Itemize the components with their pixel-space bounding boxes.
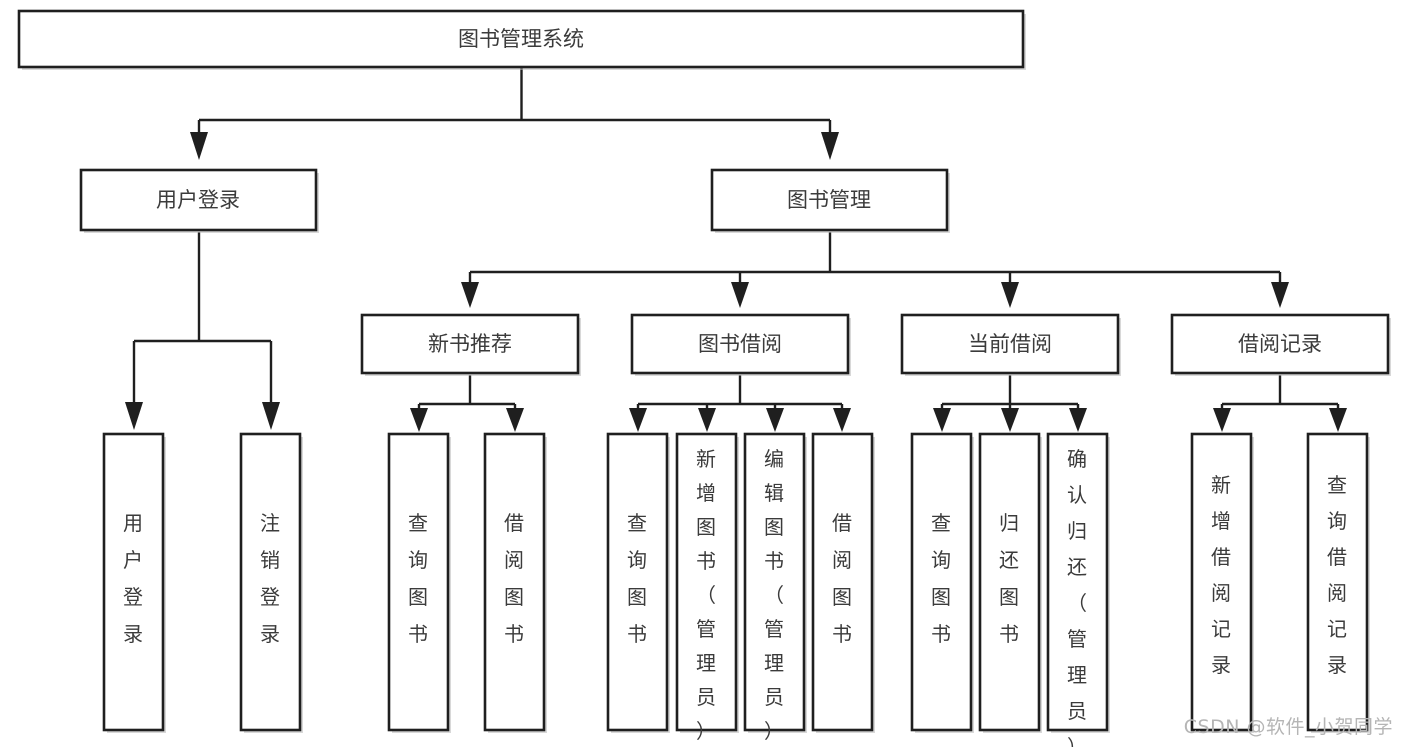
arrow-head-current-borrow: [1001, 282, 1019, 308]
leaf-confirm-return[interactable]: 确认归还（管理员）: [1046, 432, 1110, 747]
leaf-borrow-book-2[interactable]: 借阅图书: [811, 432, 875, 733]
arrow-head-book-borrow: [731, 282, 749, 308]
arrow-head-leaf-logout: [262, 402, 280, 430]
leaf-return-book[interactable]: 归还图书: [978, 432, 1042, 733]
connector-group-borrow-record-leaves: [1213, 375, 1347, 432]
connector-group-new-book-leaves: [410, 375, 524, 432]
leaf-query-book-2[interactable]: 查询图书: [606, 432, 670, 733]
leaf-add-record-box[interactable]: [1190, 432, 1253, 732]
leaf-query-book-3-label: 查询图书: [931, 511, 951, 646]
arrow-head-leaf-query-record: [1329, 408, 1347, 432]
connector-group-book-borrow-leaves: [629, 375, 851, 432]
arrow-head-borrow-record: [1271, 282, 1289, 308]
node-book-borrow-label: 图书借阅: [698, 332, 782, 356]
leaf-add-record[interactable]: 新增借阅记录: [1190, 432, 1254, 733]
leaf-borrow-book-2-label: 借阅图书: [832, 511, 852, 646]
node-user-login-box[interactable]: [79, 168, 318, 232]
connector-group-user-login-leaves: [125, 232, 280, 430]
leaf-edit-book-label: 编辑图书（管理员）: [764, 447, 784, 743]
arrow-head-leaf-user-login: [125, 402, 143, 430]
leaf-edit-book[interactable]: 编辑图书（管理员）: [743, 432, 807, 743]
arrow-head-leaf-return-book: [1001, 408, 1019, 432]
arrow-head-leaf-query-1: [410, 408, 428, 432]
leaf-logout-login-box[interactable]: [239, 432, 302, 732]
leaf-user-login-label: 用户登录: [123, 511, 143, 646]
leaf-query-book-1[interactable]: 查询图书: [387, 432, 451, 733]
leaf-borrow-book-2-box[interactable]: [811, 432, 874, 732]
arrow-head-leaf-borrow-2: [833, 408, 851, 432]
leaf-borrow-book-1-box[interactable]: [483, 432, 546, 732]
leaf-return-book-box[interactable]: [978, 432, 1041, 732]
leaf-query-record-box[interactable]: [1306, 432, 1369, 732]
leaf-confirm-return-box[interactable]: [1046, 432, 1109, 732]
leaf-confirm-return-label: 确认归还（管理员）: [1067, 447, 1087, 747]
node-root[interactable]: 图书管理系统: [17, 9, 1026, 70]
node-user-login-label: 用户登录: [156, 188, 240, 212]
leaf-query-book-2-label: 查询图书: [627, 511, 647, 646]
leaf-query-book-3[interactable]: 查询图书: [910, 432, 974, 733]
leaf-query-book-1-box[interactable]: [387, 432, 450, 732]
node-current-borrow[interactable]: 当前借阅: [900, 313, 1121, 376]
leaf-query-record-label: 查询借阅记录: [1327, 473, 1347, 677]
node-root-label: 图书管理系统: [458, 27, 584, 51]
leaf-add-record-label: 新增借阅记录: [1211, 473, 1231, 677]
arrow-head-leaf-add-book: [698, 408, 716, 432]
leaf-query-book-1-label: 查询图书: [408, 511, 428, 646]
arrow-head-leaf-confirm-return: [1069, 408, 1087, 432]
node-borrow-record[interactable]: 借阅记录: [1170, 313, 1391, 376]
leaf-borrow-book-1[interactable]: 借阅图书: [483, 432, 547, 733]
arrow-head-leaf-add-record: [1213, 408, 1231, 432]
leaf-logout-login[interactable]: 注销登录: [239, 432, 303, 733]
leaf-user-login-box[interactable]: [102, 432, 165, 732]
leaf-user-login[interactable]: 用户登录: [102, 432, 166, 733]
leaf-return-book-label: 归还图书: [999, 511, 1019, 646]
node-new-book-recommend[interactable]: 新书推荐: [360, 313, 581, 376]
arrow-head-leaf-query-3: [933, 408, 951, 432]
arrow-head-new-book: [461, 282, 479, 308]
node-book-manage-box[interactable]: [710, 168, 949, 232]
leaf-add-book-label: 新增图书（管理员）: [696, 447, 716, 743]
node-book-manage[interactable]: 图书管理: [710, 168, 950, 233]
node-borrow-record-label: 借阅记录: [1238, 332, 1322, 356]
leaf-query-record[interactable]: 查询借阅记录: [1306, 432, 1370, 733]
node-user-login[interactable]: 用户登录: [79, 168, 319, 233]
node-root-box[interactable]: [17, 9, 1025, 69]
connector-group-root-to-level2: [190, 68, 839, 160]
leaf-query-book-2-box[interactable]: [606, 432, 669, 732]
leaf-logout-login-label: 注销登录: [260, 511, 280, 646]
leaf-edit-book-box[interactable]: [743, 432, 806, 732]
connector-group-current-borrow-leaves: [933, 375, 1087, 432]
connector-group-book-manage-to-level3: [461, 232, 1289, 308]
arrow-head-book-manage: [821, 132, 839, 160]
leaf-add-book-box[interactable]: [675, 432, 738, 732]
node-new-book-recommend-box[interactable]: [360, 313, 580, 375]
arrow-head-leaf-edit-book: [766, 408, 784, 432]
arrow-head-user-login: [190, 132, 208, 160]
node-book-borrow[interactable]: 图书借阅: [630, 313, 851, 376]
leaf-add-book[interactable]: 新增图书（管理员）: [675, 432, 739, 743]
leaf-borrow-book-1-label: 借阅图书: [504, 511, 524, 646]
node-book-manage-label: 图书管理: [787, 188, 871, 212]
node-current-borrow-box[interactable]: [900, 313, 1120, 375]
leaf-query-book-3-box[interactable]: [910, 432, 973, 732]
node-new-book-recommend-label: 新书推荐: [428, 332, 512, 356]
node-book-borrow-box[interactable]: [630, 313, 850, 375]
node-borrow-record-box[interactable]: [1170, 313, 1390, 375]
node-current-borrow-label: 当前借阅: [968, 332, 1052, 356]
arrow-head-leaf-borrow-1: [506, 408, 524, 432]
arrow-head-leaf-query-2: [629, 408, 647, 432]
